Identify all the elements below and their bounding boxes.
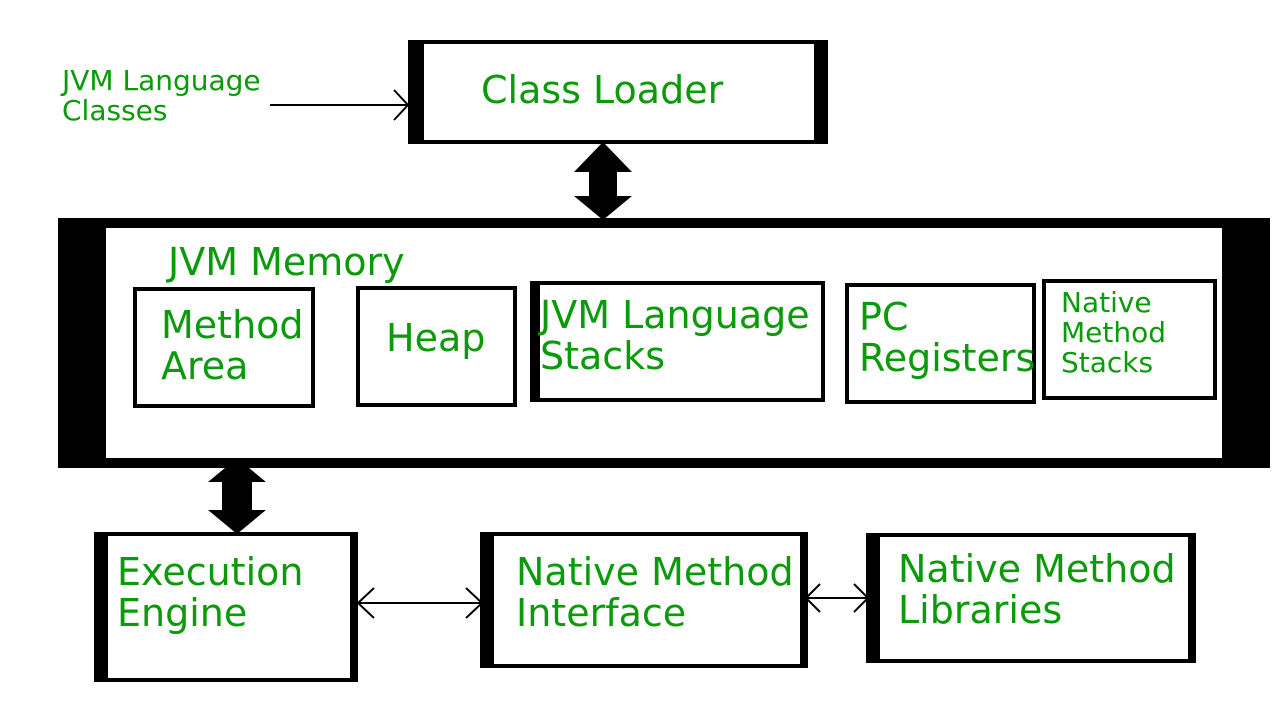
memory-engine-arrow — [208, 458, 266, 534]
method-area-label: Method Area — [161, 303, 304, 389]
jvm-language-stacks-box: JVM Language Stacks — [530, 281, 825, 402]
native-method-libraries-label: Native Method Libraries — [898, 547, 1176, 633]
loader-memory-arrow — [574, 142, 632, 220]
native-method-libraries-box: Native Method Libraries — [866, 533, 1196, 663]
input-label: JVM Language Classes — [62, 64, 261, 128]
jvm-memory-title: JVM Memory — [168, 240, 405, 284]
heap-label: Heap — [386, 316, 486, 360]
interface-libraries-arrow — [804, 583, 870, 613]
engine-interface-arrow — [356, 587, 484, 619]
native-method-stacks-label: Native Method Stacks — [1061, 286, 1167, 380]
heap-box: Heap — [356, 286, 517, 407]
pc-registers-box: PC Registers — [845, 283, 1036, 404]
input-arrow — [270, 89, 410, 121]
native-method-interface-label: Native Method Interface — [516, 550, 794, 636]
execution-engine-box: Execution Engine — [94, 532, 358, 682]
method-area-box: Method Area — [133, 287, 315, 408]
jvm-language-stacks-label: JVM Language Stacks — [540, 293, 810, 379]
native-method-stacks-box: Native Method Stacks — [1042, 279, 1217, 400]
class-loader-box: Class Loader — [408, 40, 828, 144]
class-loader-label: Class Loader — [481, 68, 724, 112]
execution-engine-label: Execution Engine — [117, 550, 304, 636]
native-method-interface-box: Native Method Interface — [480, 532, 808, 668]
pc-registers-label: PC Registers — [859, 295, 1036, 381]
